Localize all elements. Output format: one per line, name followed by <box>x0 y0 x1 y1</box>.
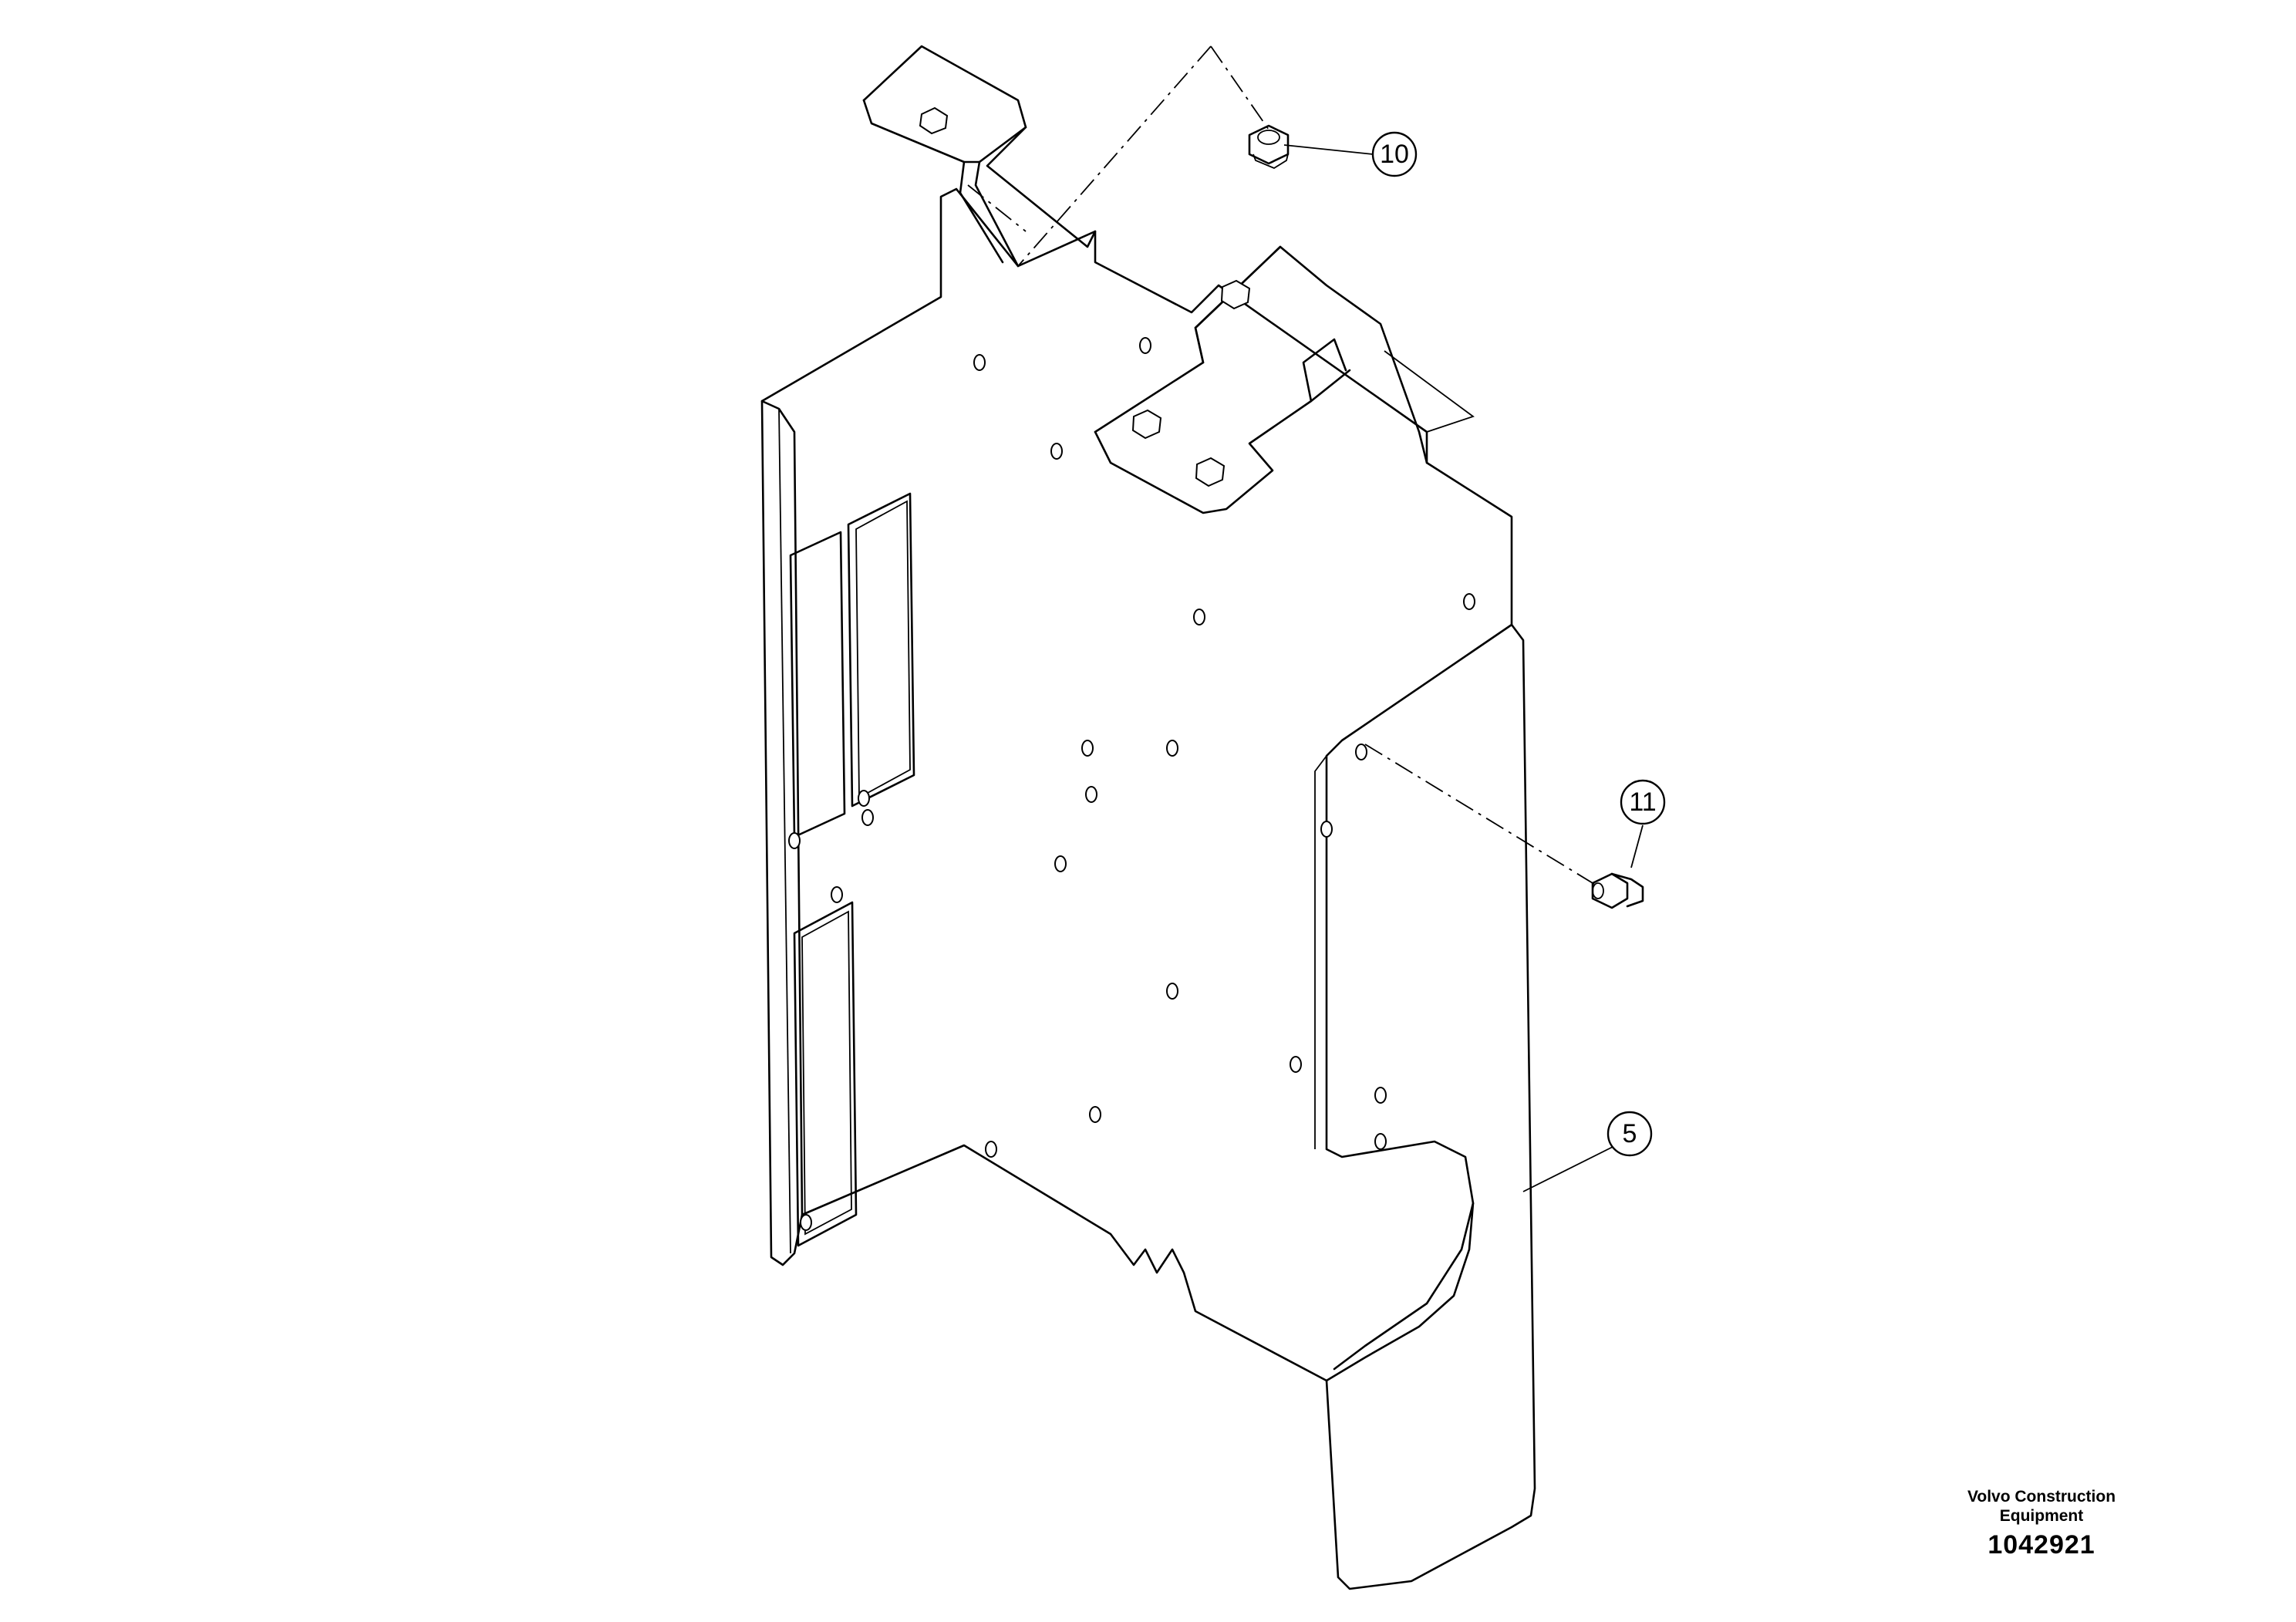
top-right-bracket <box>1094 245 1475 514</box>
bolt-10-icon <box>1248 124 1290 170</box>
panel-slots <box>789 492 915 1247</box>
document-number: 1042921 <box>1988 1530 2095 1560</box>
callout-10-label: 10 <box>1380 140 1409 169</box>
manufacturer-name: Volvo Construction Equipment <box>1967 1488 2116 1525</box>
title-block: Volvo Construction Equipment 1042921 <box>1953 1487 2130 1560</box>
top-left-bracket <box>862 45 1097 268</box>
assembly-lines <box>967 46 1597 886</box>
callout-11-label: 11 <box>1629 787 1656 817</box>
panel-holes <box>788 337 1475 1231</box>
callout-5: 5 <box>1607 1111 1653 1157</box>
callout-5-label: 5 <box>1623 1119 1637 1148</box>
fitting-11-icon <box>1591 872 1644 909</box>
callout-11: 11 <box>1620 779 1666 825</box>
callout-10: 10 <box>1371 131 1418 177</box>
callout-leaders <box>1283 144 1644 1192</box>
mounting-plate <box>760 187 1536 1590</box>
